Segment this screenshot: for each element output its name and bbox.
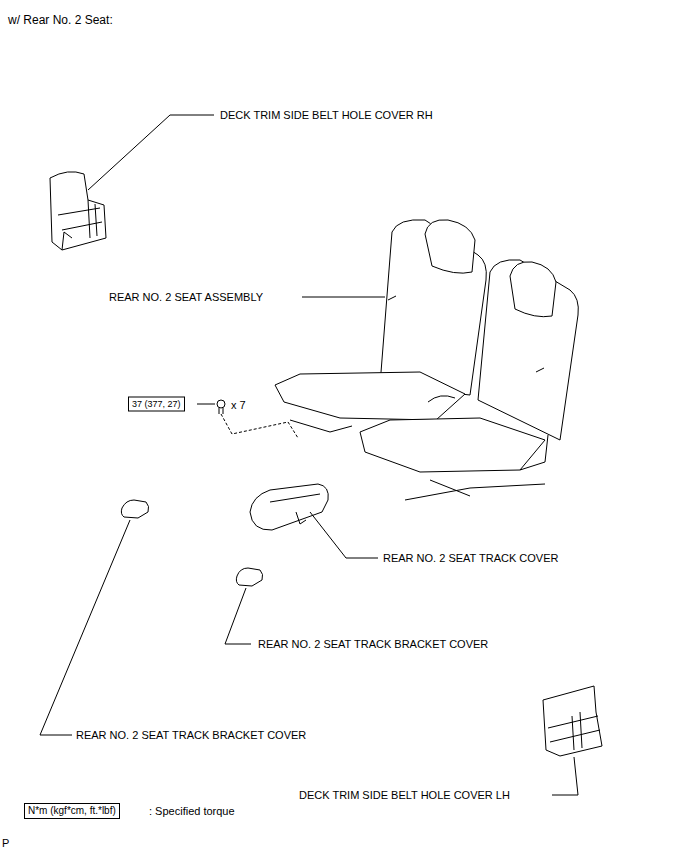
box-text: 37 (377, 27) (132, 398, 181, 411)
seatback-left (380, 220, 486, 395)
seat-frame (290, 296, 548, 500)
cushion-left (275, 372, 465, 420)
seatback-right (478, 260, 578, 440)
box-text: N*m (kgf*cm, ft.*lbf) (28, 804, 116, 818)
torque-box: 37 (377, 27) (128, 397, 185, 412)
headrest-left (425, 220, 475, 273)
legend-text: : Specified torque (148, 805, 236, 818)
bracket-cover (121, 500, 148, 518)
install-dash (221, 414, 298, 438)
headrest-right (510, 262, 556, 317)
leader-line (40, 520, 130, 735)
leader-line (197, 404, 215, 405)
leader-line (310, 512, 378, 558)
part-name: DECK TRIM SIDE BELT HOLE COVER RH (219, 109, 434, 122)
leader-line (88, 115, 214, 190)
bolt-shaft (219, 408, 223, 414)
leader-line (302, 297, 385, 298)
leader-line (225, 588, 251, 644)
bolt-head (217, 400, 225, 408)
unit-box: N*m (kgf*cm, ft.*lbf) (24, 803, 120, 819)
diagram-title: w/ Rear No. 2 Seat: (7, 14, 114, 27)
part-name: REAR NO. 2 SEAT ASSEMBLY (108, 291, 264, 304)
leader-line (552, 757, 578, 795)
quantity: x 7 (230, 399, 247, 412)
page-mark: P (1, 837, 10, 850)
part-name: REAR NO. 2 SEAT TRACK BRACKET COVER (75, 729, 307, 742)
belt-hole-cover-lh (543, 686, 602, 756)
part-name: REAR NO. 2 SEAT TRACK BRACKET COVER (257, 638, 489, 651)
track-cover-detail (270, 494, 320, 524)
track-cover (250, 484, 328, 530)
cover-detail (58, 200, 102, 250)
belt-hole-cover-rh (50, 172, 106, 250)
bracket-cover (236, 568, 262, 586)
cover-detail (548, 712, 600, 750)
part-name: DECK TRIM SIDE BELT HOLE COVER LH (298, 789, 511, 802)
cushion-right (360, 418, 545, 472)
part-name: REAR NO. 2 SEAT TRACK COVER (382, 552, 559, 565)
